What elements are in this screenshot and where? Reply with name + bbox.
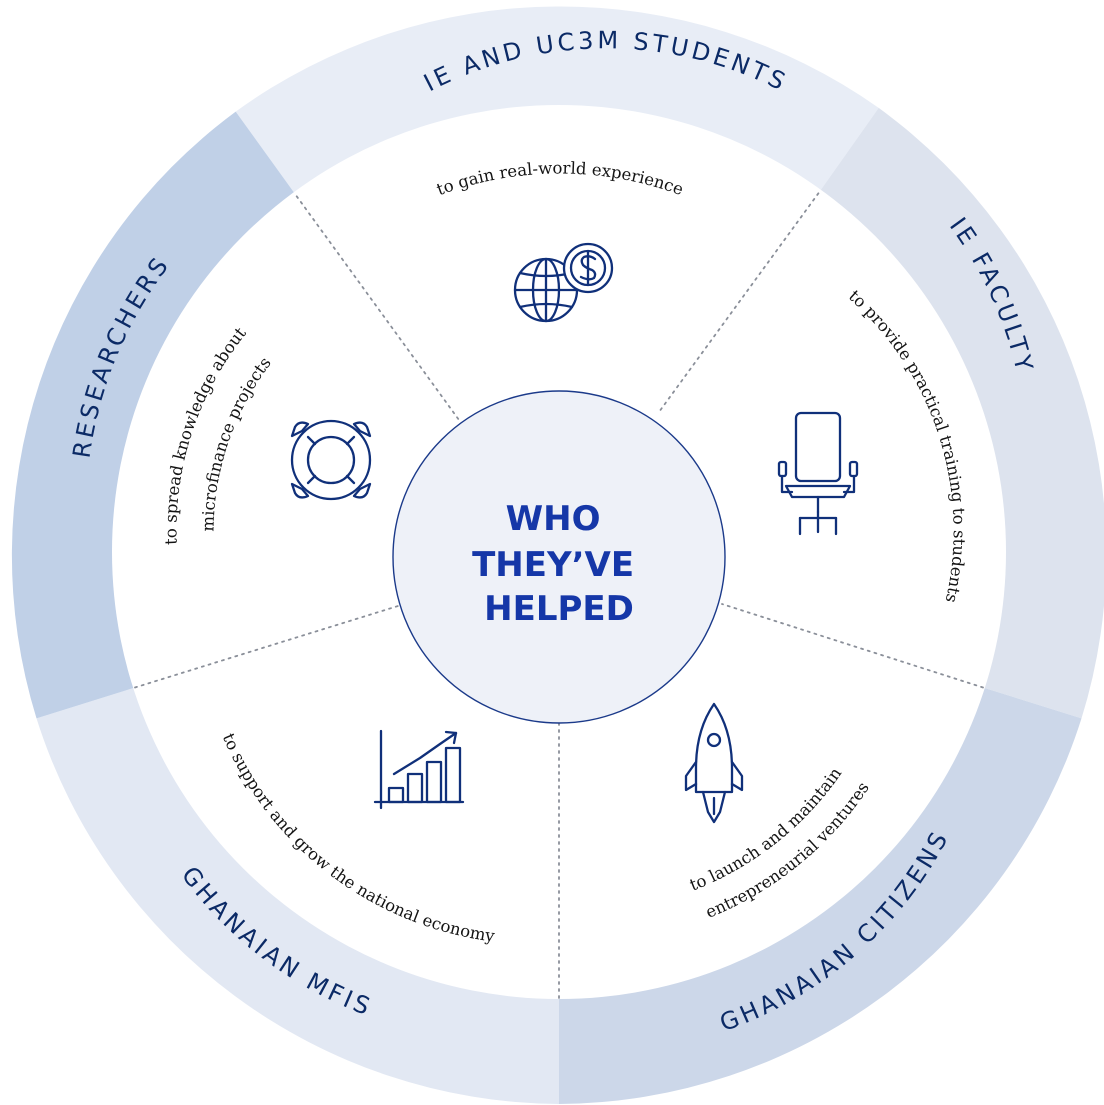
center-title-line: THEY’VE — [472, 545, 634, 585]
segment-dividers — [134, 192, 984, 999]
ring-segment-researchers — [11, 111, 297, 719]
center-title-line: WHO — [506, 499, 601, 539]
center-title-line: HELPED — [484, 589, 634, 629]
divider-line — [658, 192, 820, 413]
globe-dollar-icon — [513, 242, 614, 323]
ring-segment-ie-faculty — [818, 107, 1104, 719]
ring-segment-ghanaian-citizens — [559, 687, 1082, 1104]
divider-line — [295, 195, 460, 421]
center-title: WHO THEY’VE HELPED — [472, 499, 646, 629]
lifebuoy-icon — [290, 419, 372, 501]
ring-segment-ie-uc3m-students — [235, 6, 879, 197]
outer-ring — [11, 6, 1104, 1104]
office-chair-icon — [777, 411, 859, 536]
growth-chart-icon — [373, 729, 465, 810]
rocket-icon — [684, 702, 744, 824]
center-circle — [392, 390, 726, 724]
ring-segment-ghanaian-mfis — [36, 687, 559, 1104]
